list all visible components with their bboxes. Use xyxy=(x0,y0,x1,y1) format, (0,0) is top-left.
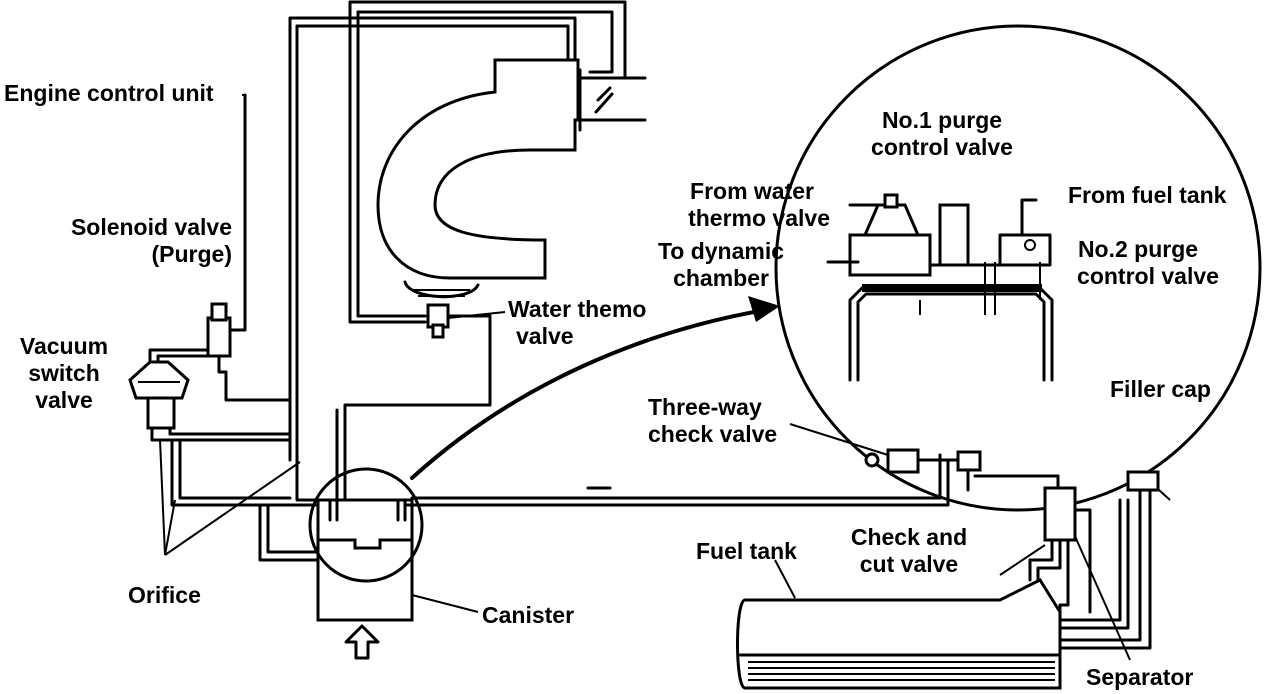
label-separator: Separator xyxy=(1086,664,1194,690)
throttle-piping xyxy=(348,0,647,324)
label-check-cut-line1: Check and xyxy=(850,524,968,550)
separator-assembly xyxy=(1028,470,1160,650)
label-check-and-cut-valve: Check and cut valve xyxy=(828,524,990,578)
label-from-water-line2: thermo valve xyxy=(688,205,830,231)
label-water-thermo-line1: Water themo xyxy=(508,296,647,322)
label-vacuum-line1: Vacuum xyxy=(19,333,109,359)
canister xyxy=(308,453,950,622)
solenoid-valve xyxy=(206,93,292,402)
intake-manifold xyxy=(376,58,580,299)
label-three-way-line2: check valve xyxy=(648,421,778,447)
label-water-thermo-valve: Water themo valve xyxy=(508,296,646,350)
label-to-dynamic-line2: chamber xyxy=(673,265,769,291)
label-from-water-thermo-valve: From water thermo valve xyxy=(640,178,830,232)
label-vacuum-line2: switch xyxy=(28,360,100,386)
label-to-dynamic-line1: To dynamic xyxy=(657,238,785,264)
detail-circle xyxy=(774,24,1262,512)
label-no2-purge-line1: No.2 purge xyxy=(1077,236,1199,262)
three-way-check-valve xyxy=(864,448,1060,492)
label-no1-purge-line1: No.1 purge xyxy=(881,107,1003,133)
label-no2-purge-control-valve: No.2 purge control valve xyxy=(1058,236,1238,290)
detail-arrow xyxy=(410,296,780,480)
label-no1-purge-control-valve: No.1 purge control valve xyxy=(842,107,1042,161)
vacuum-switch-valve xyxy=(128,348,332,562)
label-fuel-tank: Fuel tank xyxy=(696,538,797,564)
label-check-cut-line2: cut valve xyxy=(859,551,959,577)
label-from-fuel-tank: From fuel tank xyxy=(1068,182,1227,208)
label-engine-control-unit: Engine control unit xyxy=(4,80,214,106)
fuel-tank xyxy=(736,578,1062,690)
label-vacuum-line3: valve xyxy=(35,387,93,413)
label-water-thermo-line2: valve xyxy=(516,323,574,349)
label-solenoid-valve-line1: Solenoid valve xyxy=(70,214,232,240)
air-inlet-arrow xyxy=(344,624,380,660)
label-three-way-line1: Three-way xyxy=(648,394,762,420)
label-no1-purge-line2: control valve xyxy=(871,134,1013,160)
label-no2-purge-line2: control valve xyxy=(1077,263,1219,289)
label-orifice: Orifice xyxy=(128,582,201,608)
label-solenoid-valve-line2: (Purge) xyxy=(151,241,233,267)
label-filler-cap: Filler cap xyxy=(1110,376,1211,402)
label-canister: Canister xyxy=(482,602,575,628)
label-to-dynamic-chamber: To dynamic chamber xyxy=(636,238,806,292)
leader-lines xyxy=(159,94,1171,661)
label-solenoid-valve: Solenoid valve (Purge) xyxy=(20,214,232,268)
label-from-water-line1: From water xyxy=(690,178,814,204)
label-vacuum-switch-valve: Vacuum switch valve xyxy=(8,333,120,414)
label-three-way-check-valve: Three-way check valve xyxy=(648,394,777,448)
